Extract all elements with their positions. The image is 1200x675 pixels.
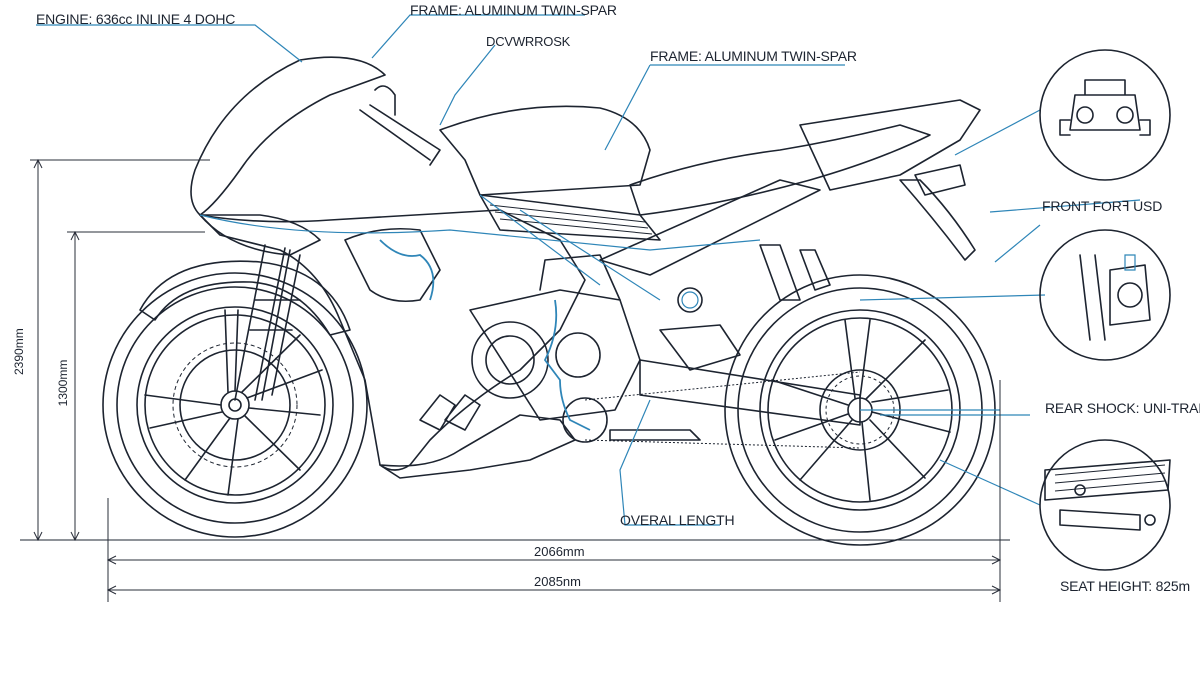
- front-sprocket: [562, 397, 608, 443]
- windscreen: [190, 56, 386, 216]
- height-dimensions: [30, 158, 210, 542]
- rear-wheel: [724, 274, 996, 546]
- belly-pan: [379, 414, 576, 479]
- length-bottom-label: 2085nm: [534, 574, 581, 589]
- frame-highlight: [479, 194, 661, 301]
- seat: [629, 124, 931, 216]
- seat-base: [479, 194, 661, 241]
- fuel-tank: [439, 105, 651, 196]
- detail-seat: [1039, 439, 1171, 571]
- overall-length-callout: OVERAL LENGTH: [620, 512, 735, 528]
- exhaust-canister: [659, 324, 741, 371]
- height-inner-label: 1300mm: [56, 359, 70, 407]
- callout-leaders: [36, 14, 1141, 526]
- fairing-highlight: [199, 214, 761, 251]
- rear-shock-callout: REAR SHOCK: UNI-TRAK: [1045, 400, 1200, 416]
- seat-height-callout: SEAT HEIGHT: 825m: [1060, 578, 1190, 594]
- brake-line: [543, 299, 591, 431]
- drive-chain: [584, 371, 861, 449]
- detail-front-fork: [1039, 229, 1171, 361]
- frame-callout-mid: FRAME: ALUMINUM TWIN-SPAR: [650, 48, 857, 64]
- rear-footpeg-bracket: [759, 244, 831, 301]
- front-fender: [139, 260, 351, 336]
- coolant-hose: [379, 239, 435, 301]
- fairing-vents: [419, 394, 481, 431]
- headlight: [199, 214, 321, 256]
- footpeg: [609, 429, 701, 441]
- front-wheel: [102, 272, 368, 538]
- detail-engine-head: [1039, 49, 1171, 181]
- fairing-intake: [344, 227, 441, 303]
- length-dimensions: [106, 380, 1002, 602]
- seat-texture: [489, 204, 653, 235]
- handlebar: [359, 104, 441, 166]
- front-fork: [234, 244, 301, 401]
- shock-reservoir-highlight: [681, 291, 699, 309]
- engine-block: [469, 254, 741, 421]
- length-top-label: 2066mm: [534, 544, 585, 559]
- mirror: [374, 85, 396, 116]
- subframe: [599, 179, 821, 276]
- swingarm: [639, 359, 861, 426]
- tail-cowl: [799, 99, 981, 191]
- height-outer-label: 2390mm: [12, 328, 26, 375]
- tail-light: [914, 164, 966, 196]
- engine-callout: ENGINE: 636cc INLINE 4 DOHC: [36, 11, 236, 27]
- brakes-callout: DCVWRROSK: [486, 34, 571, 49]
- front-fork-callout: FRONT FORꟻ USD: [1042, 198, 1163, 214]
- frame-callout-top: FRAME: ALUMINUM TWIN-SPAR: [410, 2, 617, 18]
- rear-fender: [899, 179, 976, 261]
